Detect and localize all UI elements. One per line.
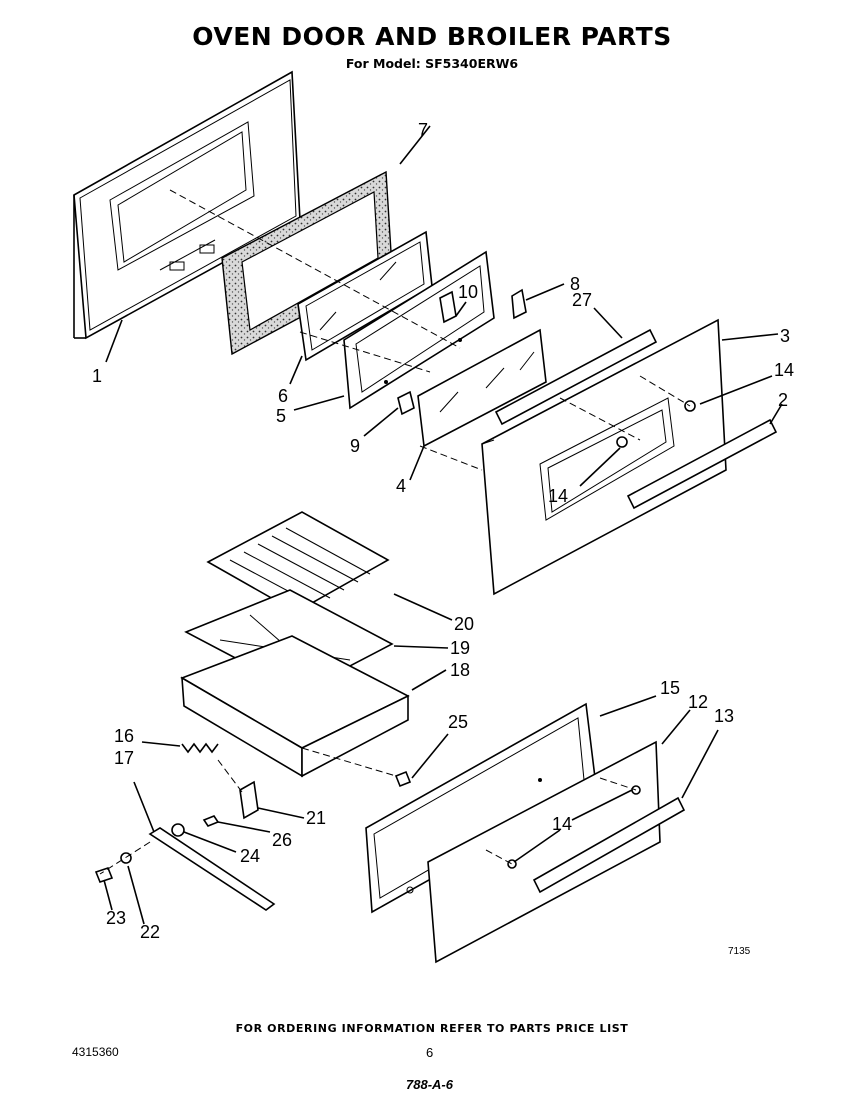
callout-22: 22 [140, 922, 160, 942]
callout-17: 17 [114, 748, 134, 768]
callout-26: 26 [272, 830, 292, 850]
bumper [616, 436, 628, 448]
model-subtitle: For Model: SF5340ERW6 [345, 56, 519, 71]
retainer-clip [397, 390, 415, 416]
drawer-clip [394, 770, 412, 788]
callout-9: 9 [350, 436, 360, 456]
callout-3: 3 [780, 326, 790, 346]
page-number: 6 [426, 1045, 434, 1060]
handwritten-note: 788-A-6 [406, 1077, 453, 1092]
broiler-spring [181, 742, 219, 754]
broiler-bracket [239, 780, 259, 820]
callout-24: 24 [240, 846, 260, 866]
callout-4: 4 [396, 476, 406, 496]
outer-door-panel [481, 318, 727, 596]
callout-23: 23 [106, 908, 126, 928]
callout-21: 21 [306, 808, 326, 828]
document-number: 4315360 [72, 1045, 119, 1059]
callout-14-drawer: 14 [552, 814, 572, 834]
broiler-washer [171, 823, 185, 837]
callout-14-door: 14 [774, 360, 794, 380]
callout-10: 10 [458, 282, 478, 302]
callout-7: 7 [418, 120, 428, 140]
page-title: OVEN DOOR AND BROILER PARTS [192, 22, 672, 51]
callout-27: 27 [572, 290, 592, 310]
glass-retainer [343, 250, 495, 410]
callout-5: 5 [276, 406, 286, 426]
bracket-screw [202, 815, 220, 827]
broiler-pan [180, 635, 410, 778]
callout-20: 20 [454, 614, 474, 634]
callout-18: 18 [450, 660, 470, 680]
callout-14-panel: 14 [548, 486, 568, 506]
door-top-trim [494, 328, 658, 426]
outer-door-glass [417, 328, 547, 448]
ordering-note: FOR ORDERING INFORMATION REFER TO PARTS … [235, 1022, 629, 1035]
broiler-rail [94, 827, 276, 911]
drawer-handle [532, 796, 686, 894]
callout-2: 2 [778, 390, 788, 410]
callout-13: 13 [714, 706, 734, 726]
callout-6: 6 [278, 386, 288, 406]
callout-16: 16 [114, 726, 134, 746]
door-handle [626, 418, 778, 510]
door-clip [511, 288, 527, 320]
callout-8: 8 [570, 274, 580, 294]
callout-15: 15 [660, 678, 680, 698]
callout-12: 12 [688, 692, 708, 712]
figure-code: 7135 [728, 946, 751, 957]
drawer-outer-panel [427, 740, 661, 964]
callout-19: 19 [450, 638, 470, 658]
leader-lines [103, 125, 783, 925]
callout-25: 25 [448, 712, 468, 732]
callout-1: 1 [92, 366, 102, 386]
